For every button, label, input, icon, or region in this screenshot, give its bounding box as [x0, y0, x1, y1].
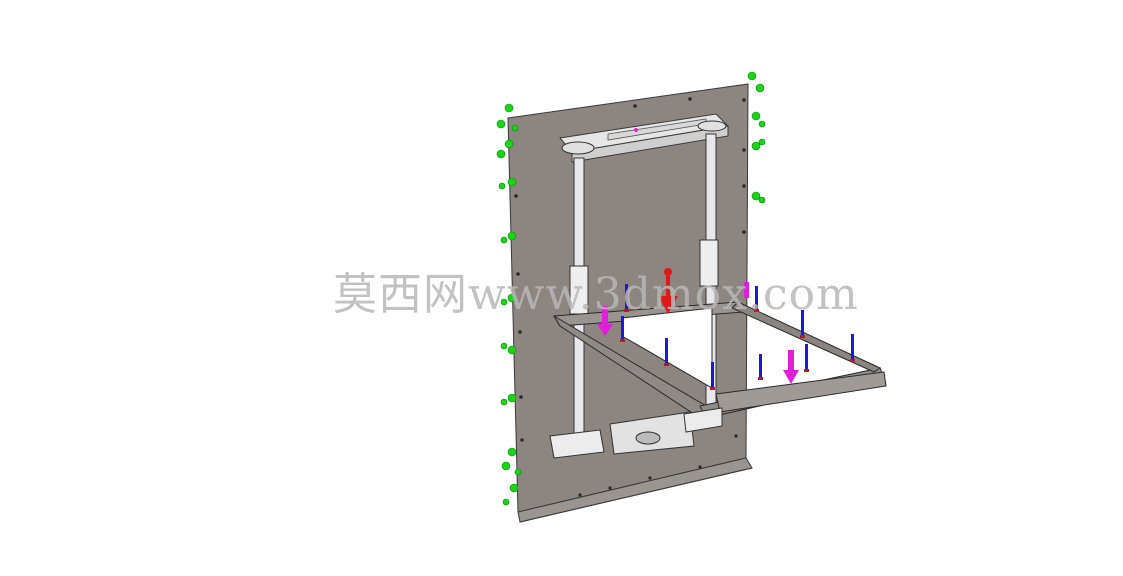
bolt-load-icon [710, 362, 715, 390]
bolt-load-icon [624, 284, 629, 312]
bolt-load-icon [758, 354, 763, 380]
bolt-load-icon [804, 344, 809, 372]
fixed-support-icon [501, 447, 522, 476]
bolt-load-icon [620, 316, 625, 342]
fixed-support-icon [496, 103, 519, 132]
fixed-support-icon [500, 393, 517, 406]
fixed-support-icon [747, 71, 765, 93]
bolt-markers [620, 284, 855, 390]
bolt-load-icon [800, 310, 805, 338]
fixed-support-icon [496, 139, 514, 159]
force-arrow-icon [783, 350, 799, 384]
left-bushing [569, 265, 589, 315]
fixed-support-icon [500, 293, 517, 306]
right-bushing [699, 239, 719, 287]
bolt-load-icon [664, 338, 669, 366]
fixed-support-icon [500, 342, 517, 355]
base-blocks [549, 407, 723, 459]
fixed-support-icon [751, 191, 766, 204]
force-arrow-icon [658, 268, 678, 314]
fixed-support-icon [500, 231, 517, 244]
fixed-support-icon [502, 483, 519, 506]
fixture-supports [496, 71, 766, 506]
top-rail-bracket [559, 113, 730, 163]
load-arrows [597, 268, 799, 384]
bolt-load-icon [754, 286, 759, 312]
fixed-support-icon [498, 177, 517, 190]
panel-holes [514, 97, 746, 497]
fixed-support-icon [751, 138, 766, 151]
fixed-support-icon [751, 111, 766, 128]
slide-frame [553, 301, 887, 419]
force-arrow-icon [597, 306, 613, 336]
bolt-load-icon [850, 334, 855, 362]
force-arrow-icon [744, 282, 749, 298]
